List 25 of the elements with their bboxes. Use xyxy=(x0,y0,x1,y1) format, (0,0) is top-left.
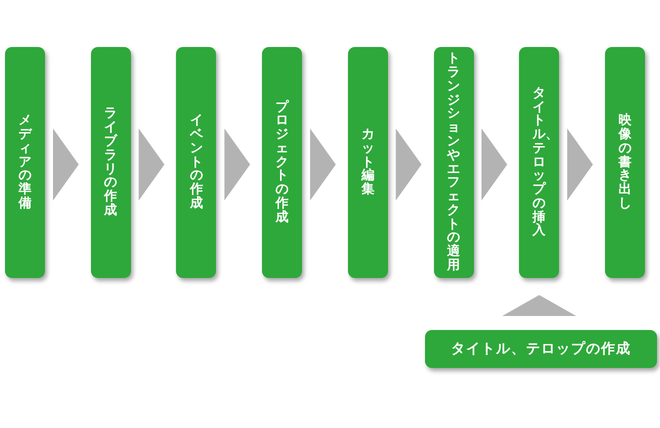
step-label: トランジションやエフェクトの適用 xyxy=(447,52,460,273)
step-box xyxy=(5,47,45,278)
chevron-arrow xyxy=(567,128,593,200)
step-label: カット編集 xyxy=(361,128,374,197)
step-box xyxy=(176,47,216,278)
chevron-arrow xyxy=(502,295,576,316)
chevron-arrow xyxy=(482,128,508,200)
chevron-arrow xyxy=(310,128,336,200)
chevron-arrow xyxy=(224,128,250,200)
step-label: 映像の書き出し xyxy=(618,114,632,211)
step-label: プロジェクトの作成 xyxy=(276,100,289,224)
step-box xyxy=(604,47,645,278)
chevron-arrow xyxy=(53,128,79,200)
step-box xyxy=(434,47,474,278)
step-box xyxy=(90,47,131,278)
chevron-arrow xyxy=(396,128,422,200)
step-box xyxy=(425,330,657,368)
step-box xyxy=(519,47,560,278)
step-label: イベントの作成 xyxy=(190,114,203,211)
step-label: メディアの準備 xyxy=(18,114,32,211)
chevron-arrow xyxy=(138,128,164,200)
step-label: ライブラリの作成 xyxy=(104,107,118,218)
step-box xyxy=(348,47,388,278)
step-label: タイトル、テロップの作成 xyxy=(451,340,631,358)
step-box xyxy=(262,47,302,278)
